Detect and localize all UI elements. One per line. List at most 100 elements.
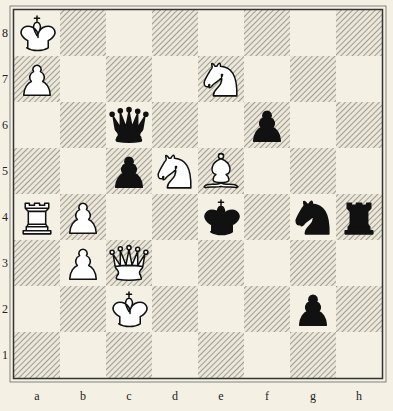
board-square — [336, 102, 382, 148]
rank-label: 1 — [2, 348, 8, 362]
board-square — [336, 56, 382, 102]
board-square — [152, 286, 198, 332]
board-square — [106, 286, 152, 332]
king-piece — [205, 200, 239, 234]
board-square — [290, 56, 336, 102]
board-square — [14, 194, 60, 240]
board-square — [60, 240, 106, 286]
queen-piece — [110, 108, 148, 143]
board-square — [198, 102, 244, 148]
board-square — [198, 56, 244, 102]
board-square — [290, 286, 336, 332]
pawn-piece — [24, 65, 51, 95]
board-square — [60, 332, 106, 378]
board-square — [198, 286, 244, 332]
pawn-piece — [300, 295, 327, 325]
board-square — [336, 10, 382, 56]
rank-label: 4 — [2, 210, 8, 224]
board-square — [106, 102, 152, 148]
king-piece — [113, 292, 147, 326]
board-square — [198, 240, 244, 286]
board-square — [152, 194, 198, 240]
board-square — [14, 240, 60, 286]
rank-label: 5 — [2, 164, 8, 178]
squares — [14, 10, 382, 378]
pawn-piece — [254, 111, 281, 141]
board-square — [290, 240, 336, 286]
file-label: e — [218, 389, 223, 403]
rank-label: 7 — [2, 72, 8, 86]
board-square — [336, 332, 382, 378]
board-square — [60, 148, 106, 194]
board-square — [106, 194, 152, 240]
file-label: b — [80, 389, 86, 403]
board-square — [244, 332, 290, 378]
board-square — [60, 56, 106, 102]
board-square — [290, 332, 336, 378]
board-square — [198, 194, 244, 240]
board-square — [152, 332, 198, 378]
board-frame — [14, 10, 383, 379]
board-square — [198, 148, 244, 194]
rank-label: 2 — [2, 302, 8, 316]
board-square — [14, 148, 60, 194]
file-label: h — [356, 389, 362, 403]
board-square — [198, 10, 244, 56]
queen-piece — [110, 246, 148, 281]
rank-label: 3 — [2, 256, 8, 270]
board-square — [14, 286, 60, 332]
outer-frame — [10, 6, 386, 382]
board-square — [244, 286, 290, 332]
pawn-piece — [70, 203, 97, 233]
file-label: c — [126, 389, 131, 403]
file-label: a — [34, 389, 39, 403]
board-square — [244, 10, 290, 56]
board-square — [152, 10, 198, 56]
rank-label: 6 — [2, 118, 8, 132]
board-square — [60, 286, 106, 332]
board-square — [336, 148, 382, 194]
board-square — [106, 10, 152, 56]
board-square — [336, 194, 382, 240]
board-square — [290, 10, 336, 56]
pawn-piece — [116, 157, 143, 187]
rook-piece — [23, 203, 51, 234]
board-square — [14, 102, 60, 148]
file-label: d — [172, 389, 178, 403]
king-piece — [21, 16, 55, 50]
rook-piece — [345, 203, 373, 234]
file-label: f — [265, 389, 269, 403]
board-square — [106, 56, 152, 102]
board-square — [60, 194, 106, 240]
knight-piece — [204, 63, 237, 96]
board-square — [290, 102, 336, 148]
board-square — [244, 102, 290, 148]
board-square — [106, 240, 152, 286]
rank-label: 8 — [2, 26, 8, 40]
pawn-piece — [70, 249, 97, 279]
board-square — [152, 240, 198, 286]
board-square — [198, 332, 244, 378]
board-square — [290, 148, 336, 194]
board-square — [152, 56, 198, 102]
board-square — [244, 148, 290, 194]
board-square — [60, 102, 106, 148]
knight-piece — [296, 201, 329, 234]
board-square — [290, 194, 336, 240]
board-square — [60, 10, 106, 56]
board-square — [14, 332, 60, 378]
board-square — [336, 240, 382, 286]
board-square — [244, 194, 290, 240]
board-square — [336, 286, 382, 332]
file-label: g — [310, 389, 316, 403]
board-square — [244, 56, 290, 102]
knight-piece — [158, 155, 191, 188]
board-square — [152, 148, 198, 194]
board-square — [14, 10, 60, 56]
board-square — [244, 240, 290, 286]
board-square — [14, 56, 60, 102]
pieces — [21, 16, 373, 326]
board-square — [106, 148, 152, 194]
